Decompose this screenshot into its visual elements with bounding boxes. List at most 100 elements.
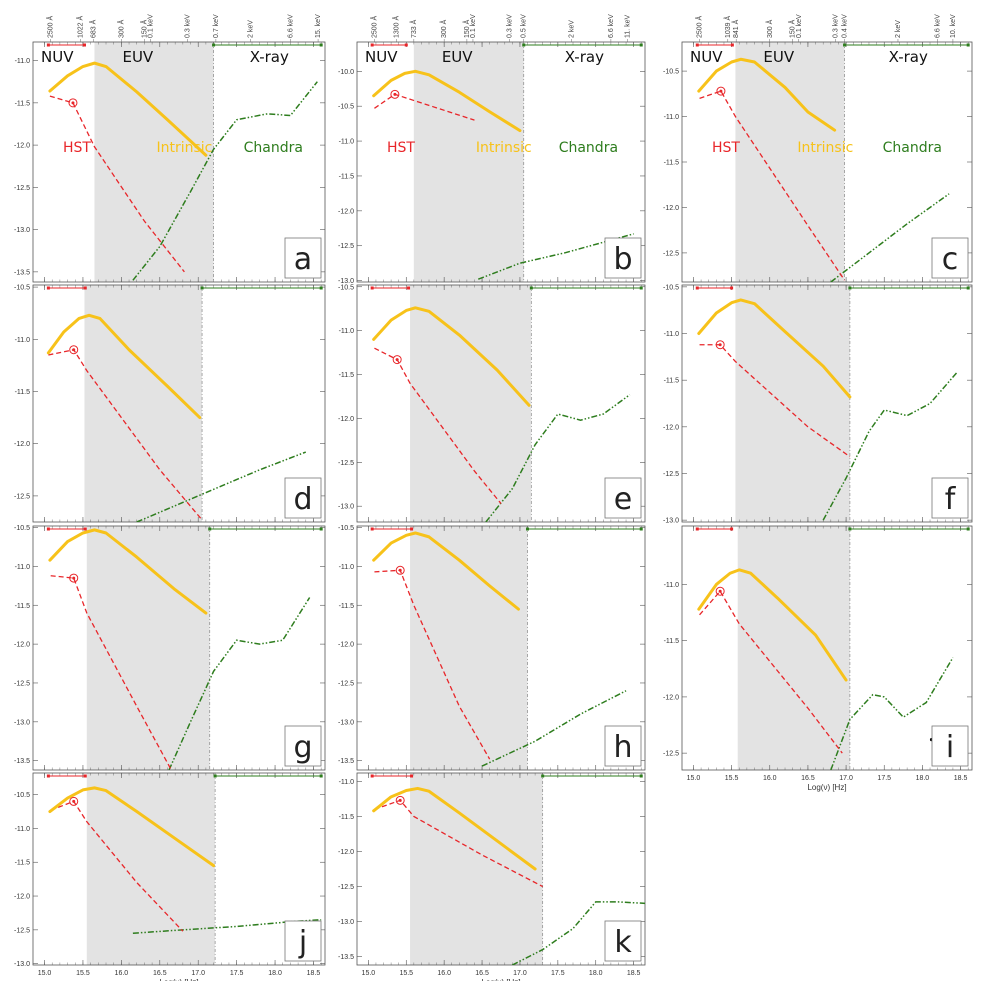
hst-range-end [46, 527, 50, 531]
y-tick-label: -11.5 [15, 389, 31, 396]
panel-f: -10.5-11.0-11.5-12.0-12.5-13.0f [663, 284, 973, 525]
y-tick-label: -12.0 [14, 894, 30, 901]
y-tick-label: -13.0 [14, 719, 30, 726]
hst-series-line [50, 575, 172, 770]
hst-range-end [46, 43, 50, 47]
hst-marker [69, 796, 79, 806]
panel-letter: g [293, 730, 312, 765]
y-tick-label: -12.0 [338, 208, 354, 215]
euv-label: EUV [122, 48, 153, 66]
top-axis-label: 6.6 keV [608, 14, 615, 38]
chandra-label: Chandra [883, 140, 942, 156]
x-tick-label: 18.0 [268, 970, 282, 977]
y-tick-label: -11.5 [15, 860, 31, 867]
hst-marker [68, 98, 78, 108]
y-tick-label: -12.5 [14, 493, 30, 500]
x-tick-label: 15.0 [38, 970, 52, 977]
x-tick-label: 15.5 [399, 970, 413, 977]
chandra-range-end [966, 527, 970, 531]
panel-letter-box [604, 725, 642, 767]
chandra-series-line [822, 372, 958, 521]
chandra-range-end [639, 774, 643, 778]
top-axis-label: 0.1 keV [796, 14, 803, 38]
y-tick-label: -12.0 [338, 642, 354, 649]
y-tick-label: -11.0 [15, 337, 31, 344]
plot-frame [356, 284, 646, 523]
euv-band [410, 773, 543, 965]
plot-frame [32, 284, 326, 523]
hst-range-end [46, 286, 50, 290]
hst-series-line [49, 95, 185, 273]
hst-series-line [699, 344, 851, 458]
y-tick-label: -11.0 [339, 564, 355, 571]
y-tick-label: -13.0 [663, 518, 679, 525]
hst-marker [716, 86, 726, 96]
y-tick-label: -10.5 [14, 285, 30, 292]
y-tick-label: -12.5 [14, 927, 30, 934]
nuv-label: NUV [365, 48, 398, 66]
intrinsic-series-line [697, 57, 837, 132]
x-tick-label: 15.5 [725, 775, 739, 782]
top-axis-label: 0.3 keV [506, 14, 513, 38]
hst-marker [715, 340, 725, 350]
panel-letter-box [604, 237, 642, 279]
plot-frame [32, 772, 326, 966]
y-tick-label: -12.5 [663, 471, 679, 478]
top-axis-label: 10. keV [950, 14, 957, 38]
y-tick-label: -12.0 [663, 694, 679, 701]
x-tick-label: 18.0 [916, 775, 930, 782]
top-axis-label: 0.5 keV [521, 14, 528, 38]
chandra-range-end [319, 774, 323, 778]
chandra-range-end [639, 43, 643, 47]
plot-frame [681, 284, 973, 523]
chandra-series-line [168, 597, 311, 770]
hst-label: HST [387, 140, 415, 156]
panel-letter-box [284, 920, 322, 962]
xray-label: X-ray [889, 48, 928, 66]
y-tick-label: -11.5 [339, 603, 355, 610]
hst-series-line [374, 799, 543, 888]
panel-letter-box [284, 237, 322, 279]
y-tick-label: -12.5 [338, 460, 354, 467]
top-axis-label: 0.1 keV [470, 14, 477, 38]
hst-marker-center [71, 101, 75, 105]
hst-range-end [695, 527, 699, 531]
y-tick-label: -11.5 [339, 372, 355, 379]
y-tick-label: -12.0 [14, 143, 30, 150]
plot-frame [681, 525, 973, 771]
hst-range-end [730, 43, 734, 47]
hst-marker [395, 565, 405, 575]
euv-band [735, 285, 850, 522]
y-tick-label: -13.0 [14, 961, 30, 968]
y-tick-label: -13.5 [338, 758, 354, 765]
hst-marker-center [72, 799, 76, 803]
panel-letter: h [613, 730, 632, 765]
y-tick-label: -11.5 [664, 160, 680, 167]
y-tick-label: -12.5 [663, 250, 679, 257]
x-tick-label: 17.5 [551, 970, 565, 977]
hst-marker-center [72, 576, 76, 580]
y-tick-label: -10.5 [663, 69, 679, 76]
hst-series-line [699, 590, 843, 754]
y-tick-label: -12.0 [338, 849, 354, 856]
x-axis-label: Log(ν) [Hz] [159, 978, 198, 981]
y-tick-label: -11.0 [664, 331, 680, 338]
hst-series-line [699, 90, 846, 281]
y-tick-label: -12.5 [14, 680, 30, 687]
hst-marker-center [398, 568, 402, 572]
panel-letter-box [604, 920, 642, 962]
chandra-range-end [319, 527, 323, 531]
y-tick-label: -11.0 [15, 58, 31, 65]
panel-letter-box [284, 477, 322, 519]
intrinsic-series-line [372, 69, 522, 133]
x-tick-label: 17.5 [877, 775, 891, 782]
y-tick-label: -11.0 [15, 564, 31, 571]
x-axis-label: Log(ν) [Hz] [807, 783, 846, 792]
chandra-series-line [132, 81, 318, 281]
hst-marker-center [393, 92, 397, 96]
y-tick-label: -12.5 [338, 680, 354, 687]
